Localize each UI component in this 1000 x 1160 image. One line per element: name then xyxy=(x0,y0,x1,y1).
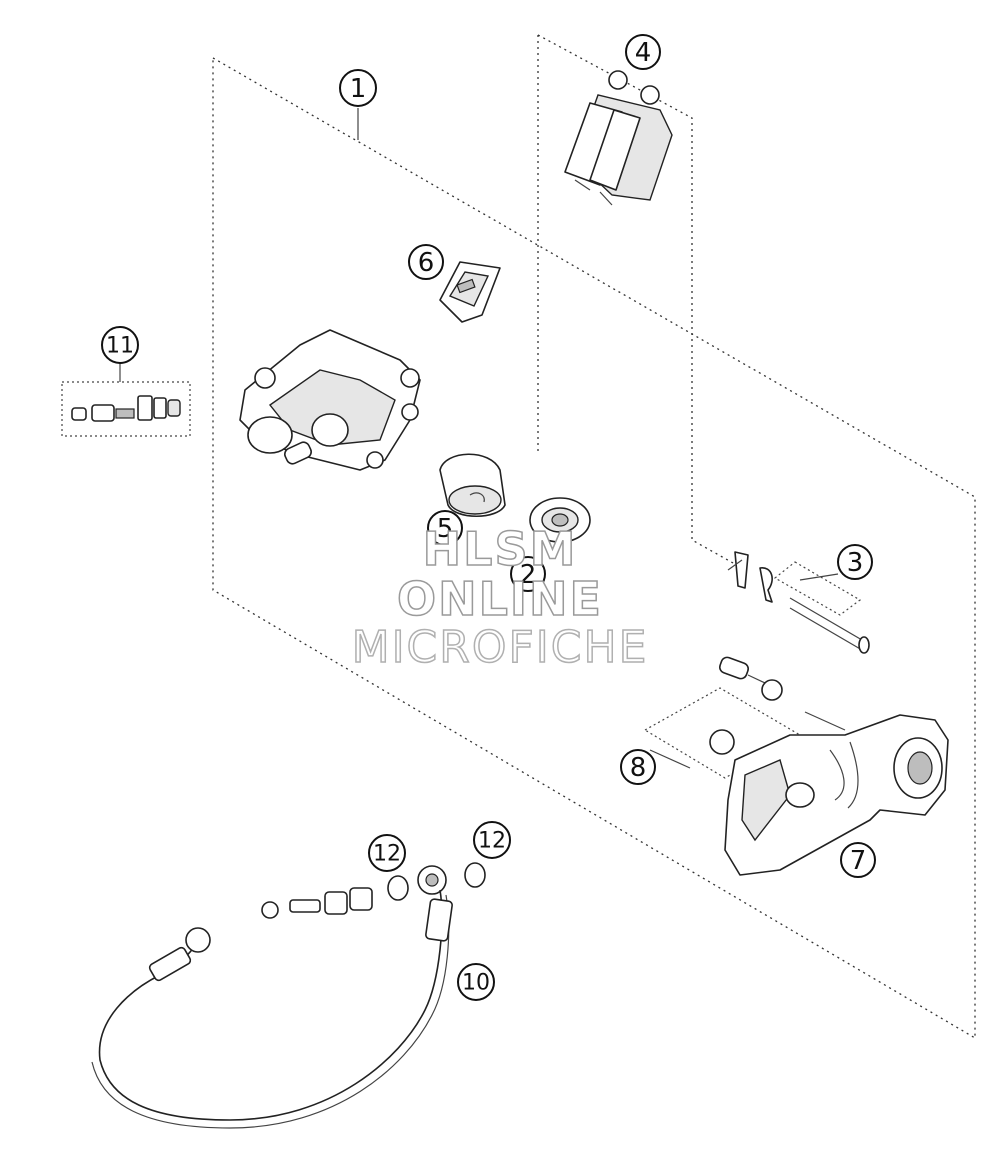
caliper-bracket xyxy=(724,714,949,876)
callout-12-left: 12 xyxy=(368,834,406,872)
bleeder-kit xyxy=(61,381,191,437)
callout-5: 5 xyxy=(427,510,463,546)
svg-text:2: 2 xyxy=(520,560,537,590)
callout-2: 2 xyxy=(510,556,546,592)
pad-spring xyxy=(439,261,501,323)
pad-kit-frame xyxy=(537,34,743,569)
pin-and-clips xyxy=(727,551,870,654)
piston-seal xyxy=(529,497,591,543)
callout-1: 1 xyxy=(339,69,377,107)
piston xyxy=(439,453,506,517)
callout-4: 4 xyxy=(625,34,661,70)
watermark-line-2: ONLINE xyxy=(396,571,603,627)
svg-text:3: 3 xyxy=(847,548,864,578)
brake-hose xyxy=(91,889,453,1129)
watermark-line-3: MICROFICHE xyxy=(351,621,649,674)
svg-text:10: 10 xyxy=(462,971,490,996)
callout-11: 11 xyxy=(101,326,139,364)
watermark-line-1: HLSM xyxy=(422,521,578,577)
callout-10: 10 xyxy=(457,963,495,1001)
callout-6: 6 xyxy=(408,244,444,280)
svg-text:12: 12 xyxy=(478,829,506,854)
svg-text:1: 1 xyxy=(350,74,367,104)
svg-text:11: 11 xyxy=(106,334,134,359)
callout-7: 7 xyxy=(840,842,876,878)
svg-text:8: 8 xyxy=(630,753,647,783)
callout-12-right: 12 xyxy=(473,821,511,859)
svg-text:4: 4 xyxy=(635,38,652,68)
caliper-body xyxy=(239,329,421,471)
brake-pads xyxy=(564,70,673,206)
callout-8: 8 xyxy=(620,749,656,785)
svg-text:7: 7 xyxy=(850,846,867,876)
bolts-and-bushings xyxy=(643,656,846,779)
svg-text:6: 6 xyxy=(418,248,435,278)
svg-text:12: 12 xyxy=(373,842,401,867)
callout-3: 3 xyxy=(837,544,873,580)
banjo-bolt-and-washers xyxy=(261,862,486,919)
svg-text:5: 5 xyxy=(437,514,454,544)
